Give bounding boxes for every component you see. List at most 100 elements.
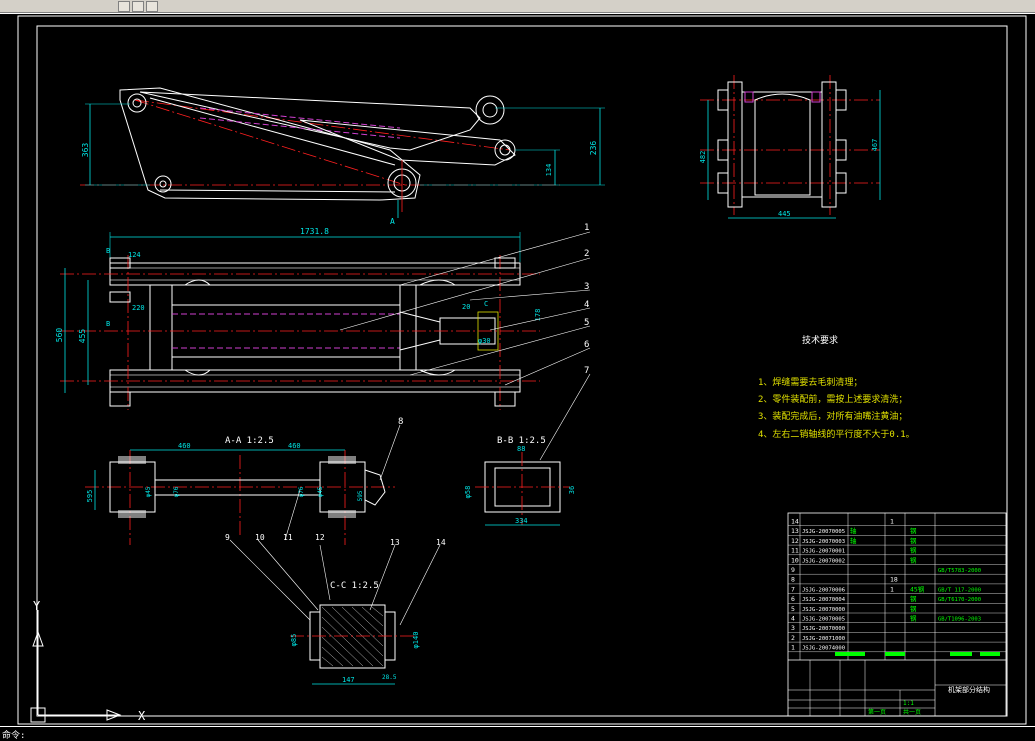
balloon-3: 3 [584, 282, 589, 292]
leader-lines-lower [229, 489, 441, 626]
section-aa: A-A 1:2.5 460 460 595 φ45 φ76 φ76 φ45 59… [85, 436, 395, 545]
table-cell-std: GB/T 117-2000 [938, 587, 981, 593]
section-bb-dim-left: φ58 [464, 486, 472, 499]
section-cc: C-C 1:2.5 φ85 φ140 147 28.5 [290, 581, 420, 685]
drawing-name: 机架部分结构 [948, 685, 990, 694]
section-bb-dim-right: 36 [568, 486, 576, 494]
section-aa-d1: φ45 [145, 486, 152, 497]
tech-title: 技术要求 [802, 334, 838, 346]
sheet-a: 第一页 [868, 708, 886, 716]
table-cell-mat: 钢 [910, 615, 917, 623]
table-cell-mat: 钢 [910, 527, 917, 535]
table-cell-code: JSJG-20070000 [802, 626, 845, 632]
side-dim-total: 467 [871, 139, 879, 152]
section-aa-d2: φ76 [173, 486, 180, 497]
plan-dim-pin: φ30 [478, 337, 491, 345]
table-cell-qty: 1 [890, 518, 894, 526]
sheet-b: 共一页 [903, 708, 921, 716]
plan-dim-b-gap: 220 [132, 304, 145, 312]
balloon-13: 13 [390, 538, 400, 547]
balloon-14: 14 [436, 538, 446, 547]
table-cell-code: JSJG-20070000 [802, 607, 845, 613]
outer-border [17, 15, 1027, 725]
table-cell-mat: 钢 [910, 547, 917, 555]
plan-dim-ear: 178 [534, 309, 542, 322]
balloons-bottom: 9 10 11 12 13 14 [225, 533, 446, 547]
balloon-1: 1 [584, 223, 589, 233]
leader-lines [339, 231, 591, 481]
balloon-8: 8 [398, 417, 403, 427]
ucs-icon: Y X [30, 599, 146, 723]
tech-requirements: 技术要求 1、焊缝需要去毛刺清理； 2、零件装配前，需按上述要求清洗； 3、装配… [758, 334, 915, 440]
ucs-y-label: Y [33, 599, 41, 613]
section-bb: B-B 1:2.5 88 φ58 36 334 [464, 436, 576, 526]
section-mark-a: A [390, 217, 395, 226]
balloon-4: 4 [584, 300, 589, 310]
table-cell-code: JSJG-20070004 [802, 597, 846, 603]
toolbar-icon-2[interactable] [132, 1, 144, 12]
table-cell-mat: 钢 [910, 537, 917, 545]
viewport-top-edge [0, 13, 1035, 14]
main-dim-mid: 134 [545, 164, 553, 177]
main-view: 363 236 134 A [80, 87, 605, 226]
table-cell-mat: 45钢 [910, 585, 925, 593]
section-aa-d5: 595 [357, 490, 364, 501]
table-cell-mat: 钢 [910, 556, 917, 564]
inner-border [36, 25, 1008, 717]
app-toolbar-strip [0, 0, 1035, 13]
balloon-2: 2 [584, 249, 589, 259]
table-cell-no: 10 [791, 556, 799, 564]
balloon-9: 9 [225, 533, 230, 542]
ucs-x-label: X [138, 709, 146, 723]
table-cell-no: 11 [791, 547, 799, 555]
section-aa-d4: φ45 [317, 486, 324, 497]
section-bb-dim-top: 88 [517, 445, 525, 453]
table-cell-name: 轴 [850, 536, 857, 545]
table-cell-std: GB/T6170-2000 [938, 597, 981, 603]
table-cell-no: 5 [791, 605, 795, 613]
section-bb-dim-bottom: 334 [515, 517, 528, 525]
balloon-7: 7 [584, 366, 589, 376]
command-line[interactable]: 命令: [0, 726, 1035, 741]
table-cell-no: 9 [791, 566, 795, 574]
balloon-12: 12 [315, 533, 325, 542]
table-cell-mat: 钢 [910, 595, 917, 603]
section-aa-d3: φ76 [298, 486, 305, 497]
section-cc-title: C-C 1:2.5 [330, 581, 379, 591]
side-view: 482 467 445 [699, 75, 881, 219]
table-cell-no: 8 [791, 576, 795, 584]
plan-dim-c: 20 [462, 303, 470, 311]
section-aa-dim-h: 595 [86, 490, 94, 503]
section-aa-title: A-A 1:2.5 [225, 436, 274, 446]
plan-dim-top-left: 124 [128, 251, 141, 259]
balloon-10: 10 [255, 533, 265, 542]
table-cell-std: GB/T5783-2000 [938, 568, 981, 574]
tech-item-1: 1、焊缝需要去毛刺清理； [758, 376, 862, 388]
table-cell-no: 6 [791, 595, 795, 603]
tech-item-3: 3、装配完成后，对所有油嘴注黄油； [758, 410, 907, 422]
table-cell-mat: 钢 [910, 605, 917, 613]
plan-dim-inner: 455 [78, 329, 87, 344]
table-cell-no: 13 [791, 527, 799, 535]
side-dim-width: 445 [778, 210, 791, 218]
toolbar-icon-1[interactable] [118, 1, 130, 12]
table-cell-code: JSJG-20070005 [802, 529, 845, 535]
table-cell-code: JSJG-20070005 [802, 617, 845, 623]
section-aa-dim-left: 460 [178, 442, 191, 450]
section-aa-dim-right: 460 [288, 442, 301, 450]
balloons-top: 1 2 3 4 5 6 7 8 [398, 223, 589, 427]
main-dim-right: 236 [589, 141, 598, 156]
table-cell-code: JSJG-20070003 [802, 539, 845, 545]
section-cc-dim-right: φ140 [412, 632, 420, 649]
toolbar-icon-3[interactable] [146, 1, 158, 12]
table-cell-no: 4 [791, 615, 795, 623]
table-cell-code: JSJG-20074000 [802, 646, 845, 652]
table-cell-qty: 18 [890, 576, 898, 584]
tech-item-2: 2、零件装配前，需按上述要求清洗； [758, 393, 907, 405]
command-prompt: 命令: [2, 731, 26, 741]
tech-item-4: 4、左右二销轴线的平行度不大于0.1。 [758, 428, 915, 440]
plan-label-b-top: B [106, 247, 110, 255]
side-dim-height: 482 [699, 151, 707, 164]
